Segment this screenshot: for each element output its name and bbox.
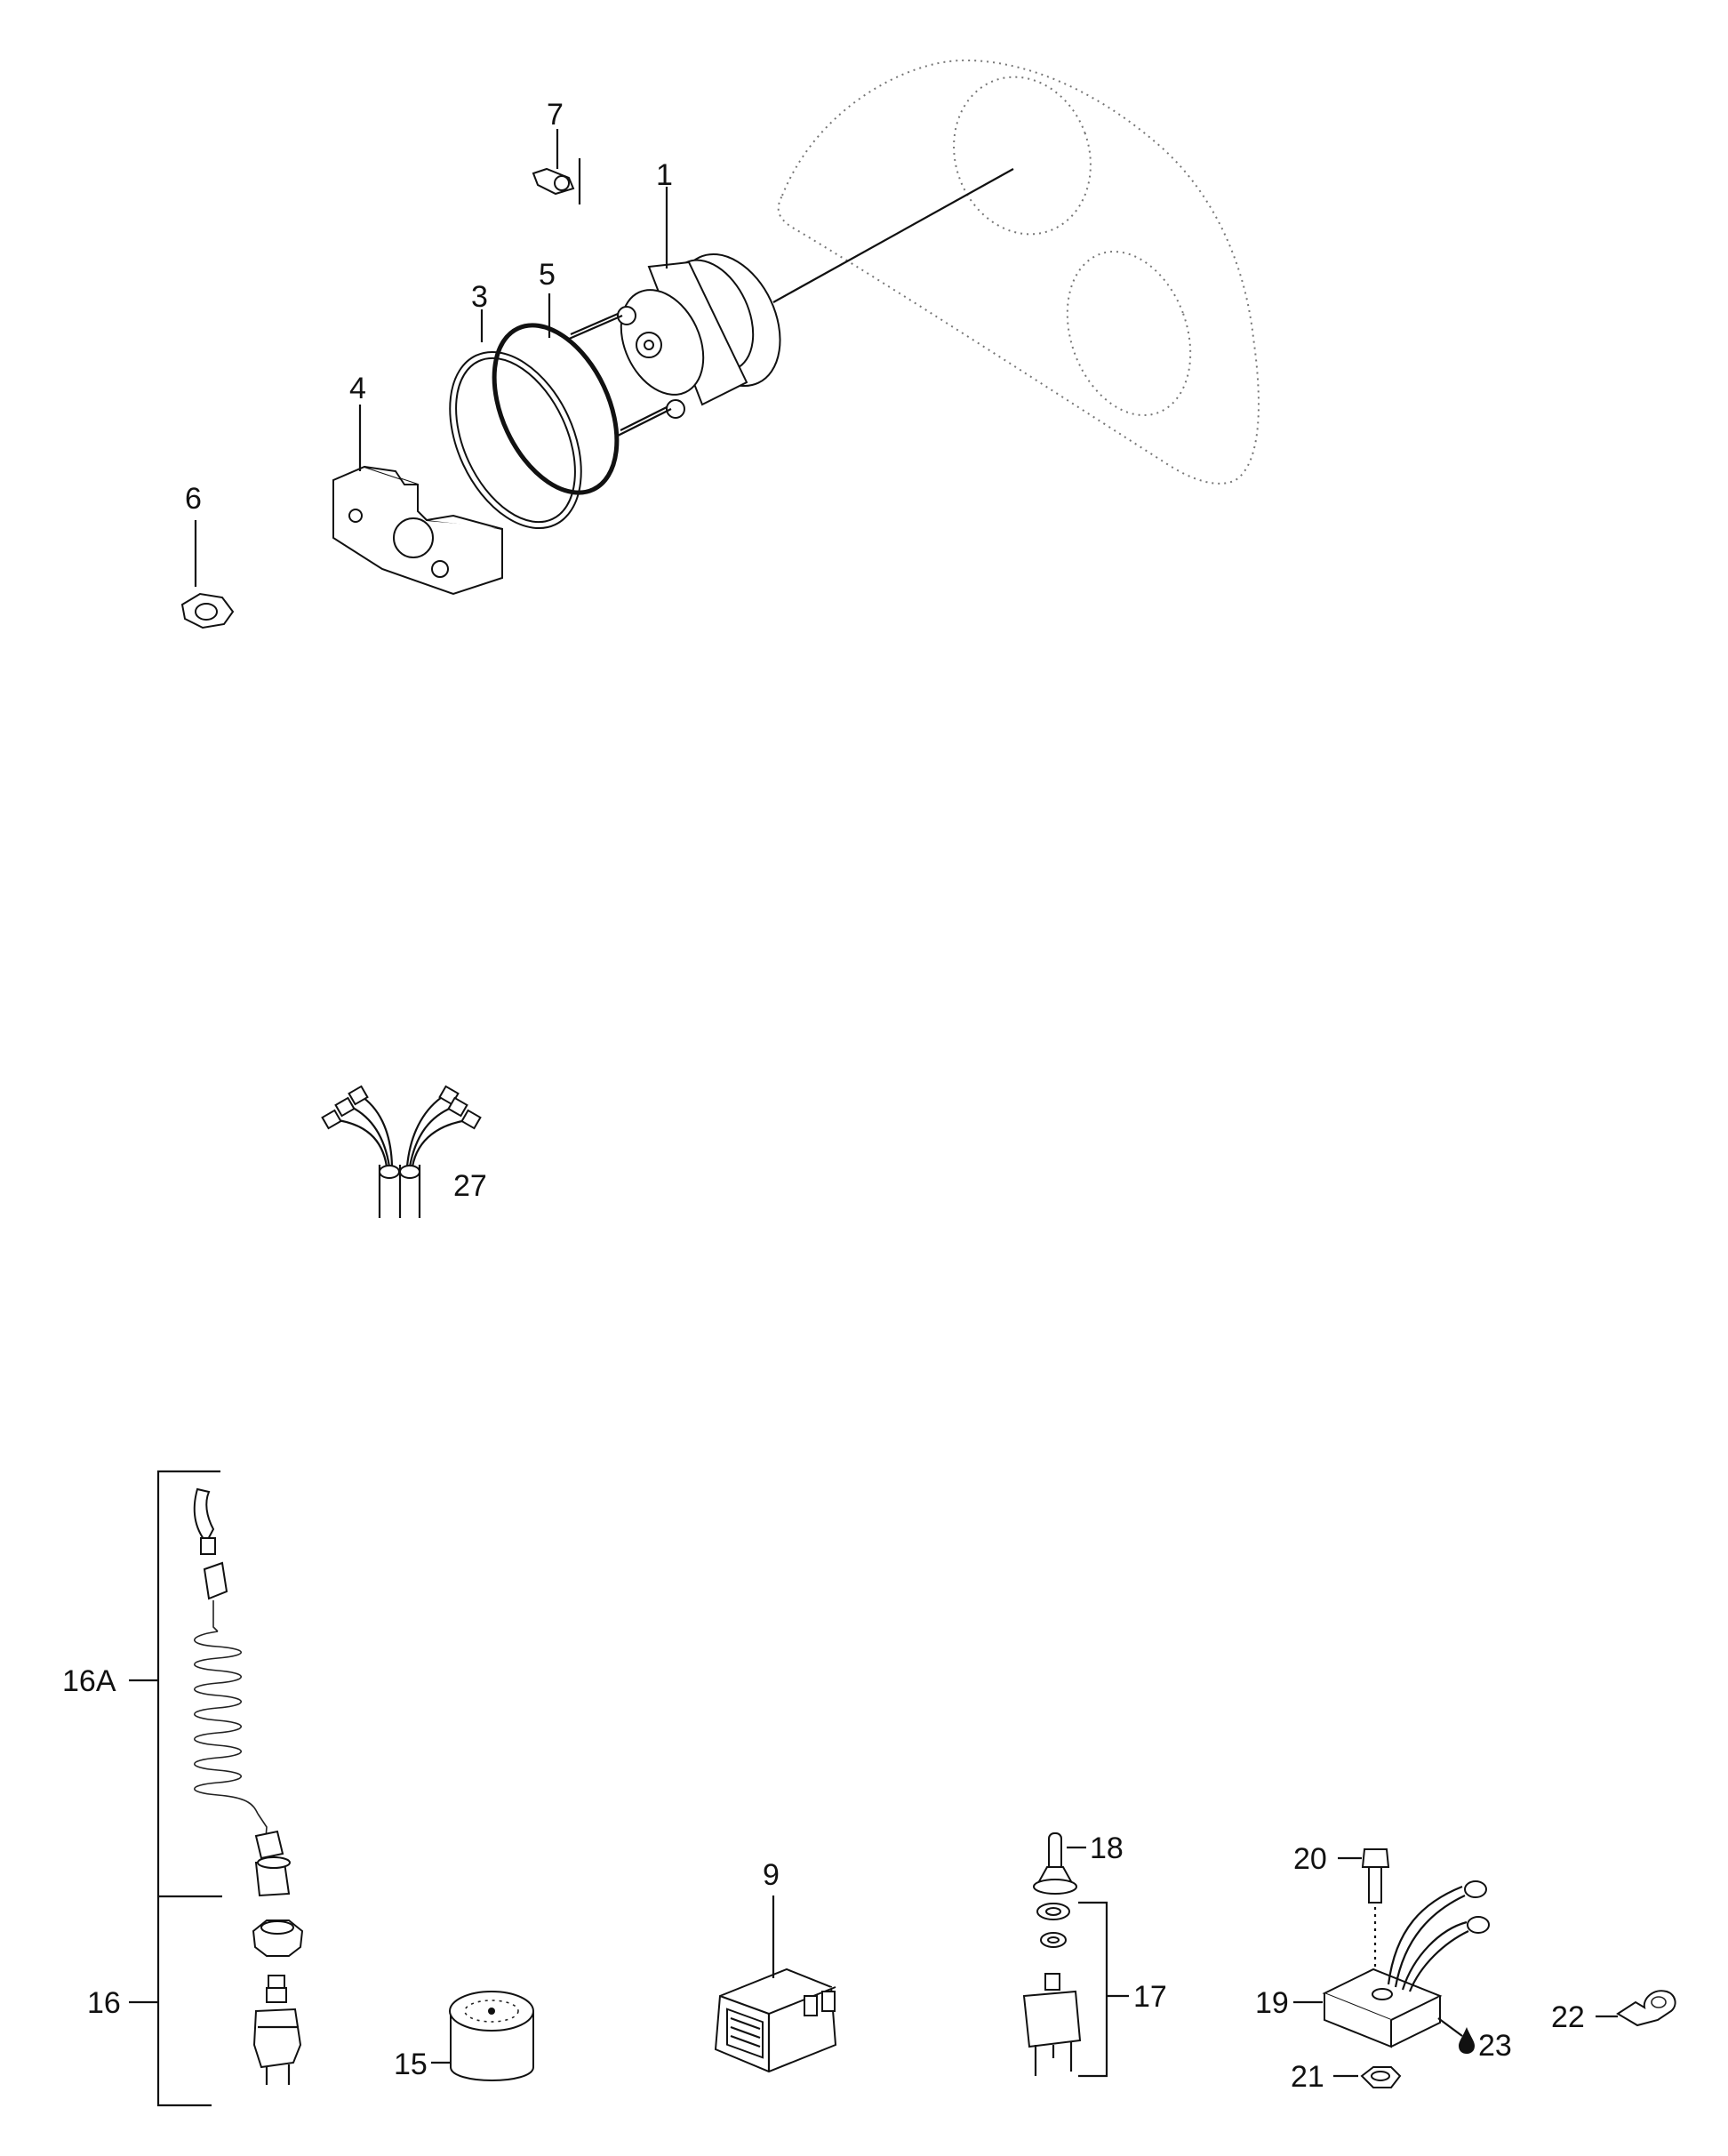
label-20: 20	[1293, 1842, 1327, 1876]
gasket-ring	[449, 350, 582, 530]
stop-switch	[252, 1975, 302, 2085]
label-23: 23	[1478, 2029, 1512, 2063]
bracket-17	[1078, 1901, 1129, 2078]
label-18: 18	[1090, 1831, 1124, 1865]
toggle-switch-body	[1022, 1973, 1082, 2076]
o-ring	[492, 323, 620, 495]
cable-clamp	[1616, 1990, 1676, 2027]
label-1: 1	[656, 158, 673, 192]
lanyard-coil	[194, 1631, 268, 1850]
label-7: 7	[547, 98, 564, 132]
label-15: 15	[394, 2048, 428, 2081]
lanyard-clip	[193, 1487, 228, 1632]
bracket-16A-16	[129, 1470, 222, 2107]
grease-drop	[1459, 2027, 1475, 2054]
gauge-leader-line	[772, 168, 1014, 303]
label-19: 19	[1255, 1986, 1289, 2020]
switch-cap-nut	[252, 1920, 304, 1957]
label-5: 5	[539, 258, 556, 292]
hex-nut	[180, 592, 235, 629]
label-6: 6	[185, 482, 202, 516]
label-21: 21	[1291, 2060, 1324, 2094]
rectifier-nut	[1360, 2066, 1402, 2088]
bulb	[532, 158, 581, 204]
rectifier	[1322, 1880, 1490, 2048]
label-16: 16	[87, 1986, 121, 2020]
label-3: 3	[471, 280, 488, 314]
mounting-bracket	[332, 465, 503, 596]
dash-console-outline	[777, 59, 1260, 485]
toggle-boot	[1033, 1832, 1077, 1895]
label-27: 27	[453, 1169, 487, 1203]
label-22: 22	[1551, 2000, 1585, 2034]
label-4: 4	[349, 372, 366, 405]
label-16A: 16A	[62, 1664, 116, 1698]
gauge	[566, 252, 781, 437]
rocker-switch	[714, 1968, 837, 2073]
toggle-nuts	[1036, 1903, 1070, 1948]
label-17: 17	[1133, 1980, 1167, 2014]
label-9: 9	[763, 1858, 780, 1892]
rectifier-bolt	[1361, 1848, 1390, 1904]
wire-harness	[321, 1085, 482, 1218]
lanyard-key	[254, 1830, 291, 1897]
round-component	[449, 1991, 534, 2081]
